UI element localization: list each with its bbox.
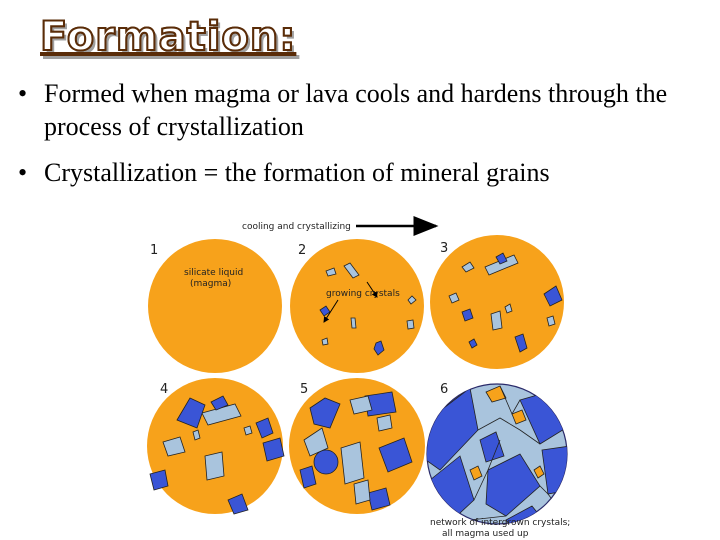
crystal-shape (243, 425, 253, 436)
stage-number: 2 (298, 243, 306, 258)
crystal-shape (204, 451, 225, 481)
crystal-shape (262, 437, 285, 462)
crystal-shape (227, 493, 249, 515)
stage6-label-line: network of intergrown crystals; (430, 518, 570, 528)
stage-number: 3 (440, 241, 448, 256)
crystal-shape (309, 397, 341, 429)
crystal-shape (468, 338, 478, 349)
crystal-shape (495, 252, 508, 265)
crystal-shape (373, 340, 385, 356)
stage1-label: silicate liquid (magma) (184, 268, 246, 289)
crystal-shape (546, 315, 556, 327)
grain-boundary (477, 417, 541, 445)
crystal-shape (533, 465, 545, 479)
crystal-shape (485, 453, 541, 517)
stage-number: 4 (160, 382, 168, 397)
page-title: Formation: (39, 13, 297, 61)
stage-number: 1 (150, 243, 158, 258)
crystal-shape (376, 414, 393, 432)
bullet-text: Formed when magma or lava cools and hard… (44, 79, 668, 141)
crystal-shape (303, 427, 329, 457)
magma-circle (148, 239, 282, 373)
crystal-shape (353, 479, 371, 505)
crystal-shape (448, 292, 460, 304)
crystal-shape (325, 267, 337, 277)
crystal-shape (367, 487, 391, 511)
crystal-shape (406, 319, 415, 330)
crystal-shape (162, 436, 186, 457)
crystal-shape (504, 303, 513, 314)
bullet-list: • Formed when magma or lava cools and ha… (18, 78, 708, 204)
bullet-item: • Formed when magma or lava cools and ha… (18, 78, 708, 143)
arrow-label: cooling and crystallizing (242, 222, 351, 232)
bullet-item: • Crystallization = the formation of min… (18, 157, 708, 190)
crystal-shape (378, 437, 413, 473)
grain-boundary (473, 439, 501, 501)
pointer-arrow (323, 299, 339, 323)
stage1-label-line: (magma) (190, 279, 231, 289)
bullet-dot: • (18, 79, 28, 108)
crystal-shape (149, 469, 169, 491)
crystal-shape (192, 429, 201, 441)
pointer-arrow (366, 281, 378, 298)
crystal-shape (479, 431, 505, 463)
bullet-dot: • (18, 158, 28, 187)
crystal-shape (485, 385, 507, 403)
crystal-shape (514, 333, 528, 353)
stage1-label-line: silicate liquid (184, 268, 243, 278)
crystal-shape (321, 337, 329, 346)
bullet-text: Crystallization = the formation of miner… (44, 158, 550, 187)
crystal-shape (461, 261, 475, 273)
crystal-shape (543, 285, 563, 307)
crystal-shape (427, 387, 479, 471)
magma-circle (147, 378, 283, 514)
stage6-label: network of intergrown crystals; all magm… (430, 518, 573, 539)
crystal-shape (511, 409, 527, 425)
crystal-shape (461, 308, 474, 322)
crystal-shape (340, 441, 365, 485)
crystal-shape (490, 310, 503, 331)
crystal-shape (255, 417, 274, 439)
stage6-label-line: all magma used up (442, 529, 529, 539)
crystal-shape (343, 262, 360, 279)
grain-boundary (499, 385, 521, 415)
stage-number: 6 (440, 382, 448, 397)
crystal-shape (299, 465, 317, 489)
crystal-shape (349, 395, 373, 415)
stage2-label: growing crystals (326, 289, 400, 299)
crystal-shape (176, 397, 206, 429)
crystal-shape (210, 395, 229, 411)
crystal-shape (469, 465, 483, 481)
magma-circle (430, 235, 564, 369)
crystal-shape (350, 317, 357, 329)
crystal-shape (313, 449, 339, 475)
magma-circle (290, 239, 424, 373)
crystal-shape (407, 295, 417, 305)
stage-number: 5 (300, 382, 308, 397)
